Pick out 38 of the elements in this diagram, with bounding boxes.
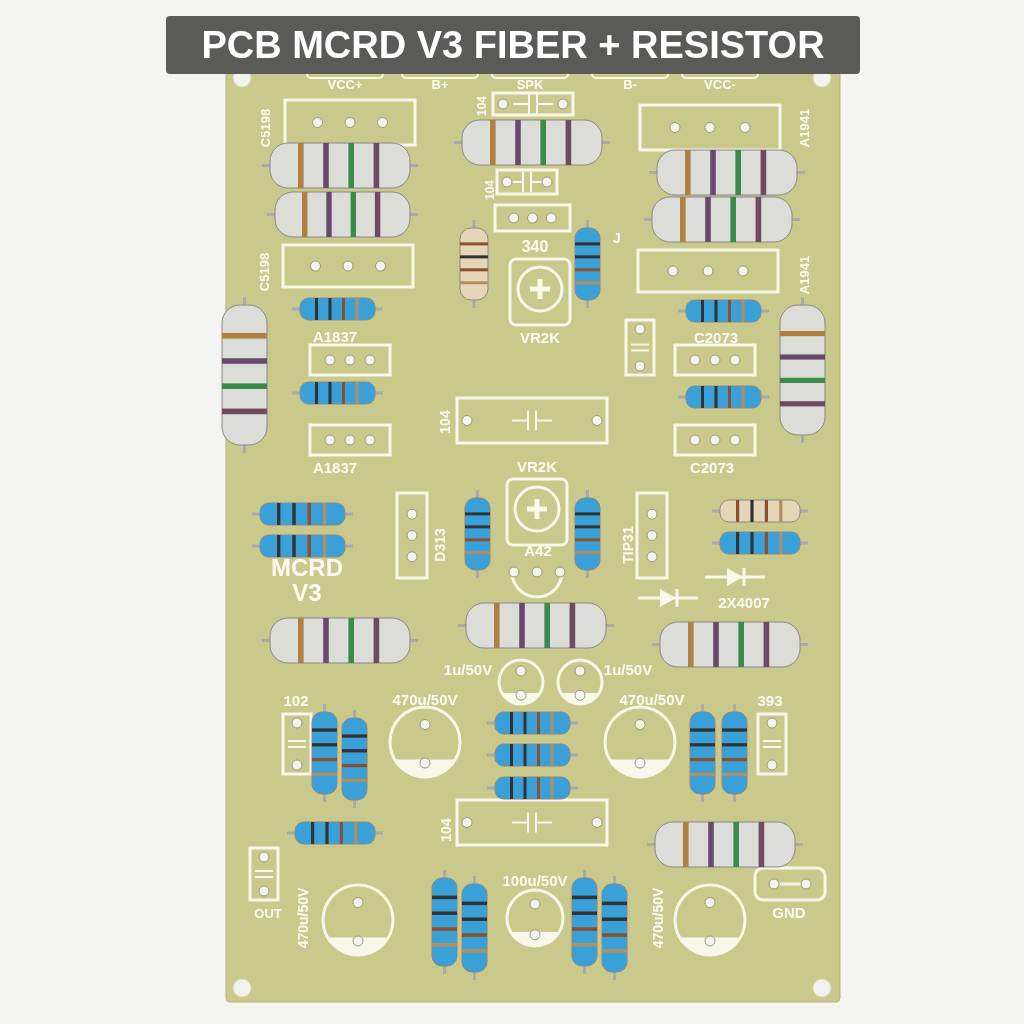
silkscreen-label: C5198: [257, 252, 271, 292]
silkscreen-label: 104: [438, 410, 452, 434]
title: PCB MCRD V3 FIBER + RESISTOR: [166, 16, 860, 74]
silkscreen-label: A1837: [312, 328, 358, 344]
silkscreen-label: 470u/50V: [392, 691, 458, 707]
silkscreen-label: J: [613, 231, 621, 245]
silkscreen-label: 104: [476, 96, 488, 116]
silkscreen-label: C2073: [689, 459, 735, 475]
silkscreen-label: GND: [772, 904, 806, 920]
silkscreen-label: VCC-: [704, 77, 736, 91]
silkscreen-label: 2X4007: [718, 594, 770, 610]
silkscreen-label: 393: [757, 692, 783, 708]
silkscreen-label: A1941: [797, 255, 811, 295]
silkscreen-label: VR2K: [520, 329, 560, 345]
silkscreen-label: SPK: [516, 77, 544, 91]
silkscreen-label: OUT: [254, 906, 282, 920]
silkscreen-label: VCC+: [327, 77, 363, 91]
silkscreen-label: B-: [623, 77, 637, 91]
silkscreen-label: D313: [433, 528, 447, 562]
silkscreen-label: A1941: [797, 108, 811, 148]
silkscreen-label: 470u/50V: [619, 691, 685, 707]
silkscreen-label: 100u/50V: [502, 872, 568, 888]
silkscreen-label: TIP31: [621, 526, 635, 564]
silkscreen-label: 340: [521, 239, 549, 255]
silkscreen-label: 470u/50V: [651, 887, 665, 949]
silkscreen-label: 1u/50V: [603, 661, 653, 677]
silkscreen-label: MCRD V3: [270, 554, 344, 606]
silkscreen-label: A1837: [312, 459, 358, 475]
silkscreen-label: 1u/50V: [443, 661, 493, 677]
silkscreen-label: C5198: [258, 108, 272, 148]
silkscreen-label: C2073: [693, 329, 739, 345]
silkscreen-label: B+: [431, 77, 449, 91]
silkscreen-label: 102: [283, 692, 309, 708]
silkscreen-label: 104: [484, 180, 496, 200]
silkscreen-label: A42: [524, 542, 552, 558]
silkscreen-label: VR2K: [517, 458, 557, 474]
silkscreen-label: 104: [439, 818, 453, 842]
silkscreen-label: 470u/50V: [296, 887, 310, 949]
